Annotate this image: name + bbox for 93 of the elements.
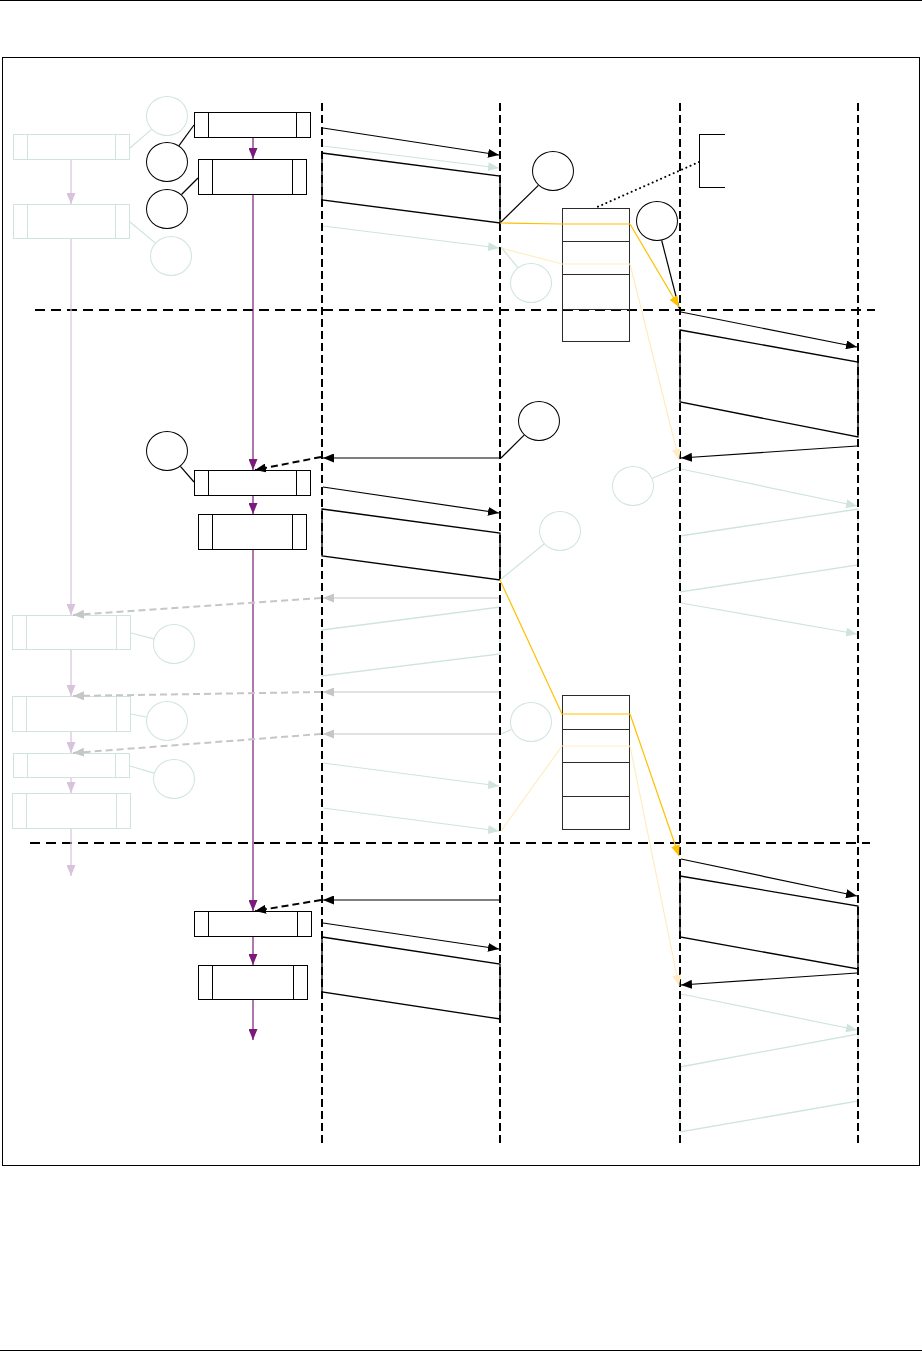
transfer-parallelogram — [680, 876, 858, 969]
arrow — [248, 194, 258, 471]
process-box — [198, 514, 307, 550]
arrow — [680, 445, 858, 462]
arrow — [248, 549, 258, 912]
transfer-parallelogram — [322, 607, 500, 676]
process-box — [12, 615, 131, 650]
leader-line — [180, 177, 199, 196]
arrow — [248, 936, 258, 966]
leader-line — [130, 632, 155, 640]
arrow — [680, 858, 858, 899]
leader-line — [500, 728, 513, 735]
arrow — [248, 495, 258, 515]
arrow — [629, 745, 682, 987]
transfer-parallelogram — [680, 1034, 858, 1132]
data-path-line — [500, 745, 631, 832]
lifeline — [679, 103, 681, 1145]
arrow — [248, 999, 258, 1041]
arrow — [322, 807, 500, 835]
leader-line — [499, 184, 539, 224]
leader-line — [179, 465, 195, 483]
leader-line — [129, 128, 153, 149]
arrow — [66, 731, 76, 754]
lifeline — [499, 103, 501, 1145]
process-box — [198, 965, 308, 1000]
process-box — [12, 696, 131, 732]
process-box — [13, 134, 130, 160]
buffer-cell — [562, 796, 630, 830]
arrow — [629, 713, 680, 857]
process-box — [12, 793, 131, 829]
arrow — [66, 828, 76, 877]
dotted-leader-line — [594, 161, 700, 209]
arrow — [680, 468, 858, 509]
leader-line — [129, 765, 155, 774]
buffer-cell — [562, 695, 630, 730]
bracket — [699, 134, 725, 188]
arrow — [66, 777, 76, 794]
transfer-parallelogram — [680, 330, 858, 437]
leader-line — [129, 221, 156, 244]
process-box — [194, 911, 312, 937]
transfer-parallelogram — [322, 509, 500, 580]
lifeline — [857, 103, 859, 1145]
process-box — [198, 159, 307, 195]
arrow — [322, 453, 500, 463]
leader-line — [651, 466, 680, 479]
arrow — [629, 263, 681, 461]
buffer-cell — [562, 762, 630, 797]
data-path-line — [499, 579, 631, 715]
arrow — [680, 993, 858, 1033]
leader-line — [178, 124, 195, 147]
arrow — [322, 486, 500, 516]
arrow — [680, 311, 858, 350]
data-path-line — [499, 222, 631, 225]
arrow — [322, 225, 500, 252]
dashed-arrow — [72, 597, 322, 619]
arrow — [680, 602, 858, 637]
arrow — [322, 145, 500, 172]
arrow — [322, 895, 500, 905]
dashed-arrow — [254, 899, 322, 914]
dashed-arrow — [72, 733, 322, 757]
process-box — [13, 204, 130, 239]
arrow — [66, 649, 76, 697]
dashed-arrow — [72, 691, 322, 701]
lifeline — [321, 103, 323, 1145]
data-path-line — [500, 247, 631, 265]
process-box — [194, 112, 311, 138]
arrow — [680, 972, 858, 989]
buffer-cell — [562, 208, 630, 242]
arrow — [322, 127, 500, 158]
leader-line — [500, 434, 525, 459]
leader-line — [661, 239, 680, 309]
arrow — [66, 238, 76, 616]
arrow — [322, 729, 500, 739]
transfer-parallelogram — [322, 153, 500, 223]
arrow — [66, 159, 76, 205]
dashed-arrow — [254, 456, 322, 473]
leader-line — [130, 713, 147, 718]
buffer-cell — [562, 729, 630, 763]
buffer-cell — [562, 274, 630, 310]
arrow — [322, 762, 500, 790]
transfer-parallelogram — [680, 509, 858, 592]
process-box — [13, 753, 130, 778]
leader-line — [499, 543, 545, 581]
transfer-parallelogram — [322, 937, 500, 1019]
arrow — [322, 922, 500, 952]
process-box — [194, 470, 311, 496]
buffer-cell — [562, 309, 630, 342]
arrow — [322, 687, 500, 697]
arrow — [322, 593, 500, 603]
arrow — [248, 137, 258, 160]
buffer-cell — [562, 241, 630, 275]
arrow — [629, 223, 680, 308]
leader-line — [500, 246, 519, 269]
